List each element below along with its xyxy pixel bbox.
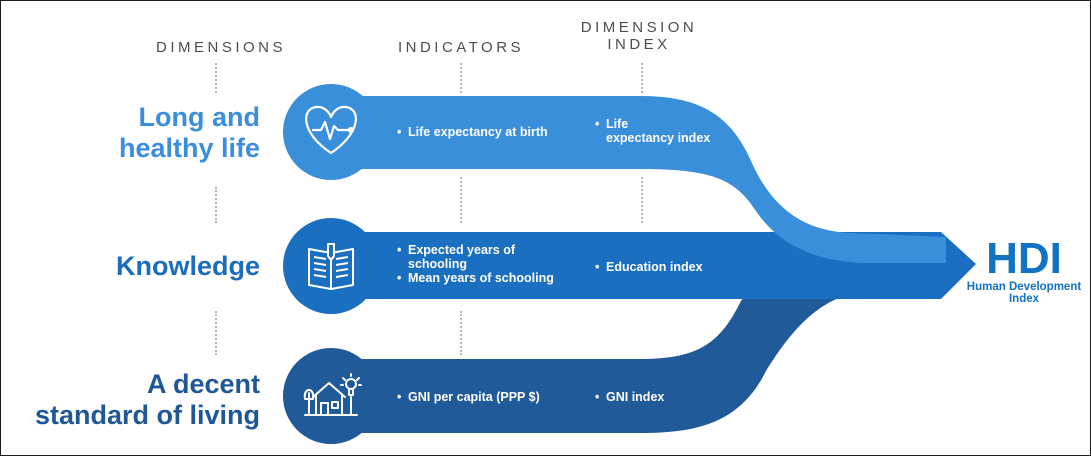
circle-living [283,348,379,444]
dimension-standard-of-living-line1: A decent [146,369,260,399]
hdi-full-line1: Human Development [966,281,1082,293]
guide-index-mid [641,177,643,223]
heart-pulse-icon [305,105,357,155]
bullet-dot: • [595,390,600,404]
ribbon-standard-of-living [331,263,946,433]
circle-health [283,84,379,180]
guide-indicators-mid [460,177,462,223]
bullet-dot: • [595,260,600,274]
header-dimension-index-line2: INDEX [607,36,671,53]
index-gni: • GNI index [595,390,664,404]
dimension-knowledge-line1: Knowledge [115,251,260,281]
index-life-expectancy-line1: Life [606,117,629,131]
ribbon-long-healthy-life [331,96,946,263]
dimension-long-healthy-life-line2: healthy life [118,133,260,163]
indicator-life-expectancy: • Life expectancy at birth [397,125,548,139]
dimension-standard-of-living-line2: standard of living [34,400,260,430]
guide-indicators-bot [460,311,462,355]
bullet-dot: • [397,390,402,404]
header-dimension-index-line1: DIMENSION [580,19,698,36]
dimension-long-healthy-life: Long and healthy life [119,102,260,164]
house-lightbulb-icon [303,373,362,416]
bullet-dot: • [397,243,402,257]
index-life-expectancy-line2: expectancy index [606,131,711,145]
index-life-expectancy: • Life expectancy index [595,117,710,145]
hdi-full-line2: Index [1008,293,1040,305]
dimension-standard-of-living: A decent standard of living [35,369,260,431]
guide-index-top [641,63,643,93]
indicator-expected-years-line2: schooling [408,257,468,271]
hdi-abbr: HDI [986,234,1062,283]
dimension-knowledge: Knowledge [116,251,260,282]
bullet-dot: • [397,271,402,285]
guide-dimensions-mid [215,187,217,223]
bullet-dot: • [397,125,402,139]
guide-dimensions-bot [215,311,217,355]
header-indicators: INDICATORS [397,39,525,56]
indicator-life-expectancy-text: Life expectancy at birth [408,125,548,139]
dimension-long-healthy-life-line1: Long and [138,102,260,132]
index-education: • Education index [595,260,703,274]
open-book-icon [308,243,354,290]
indicator-mean-years: Mean years of schooling [408,271,554,285]
hdi-result: HDI Human Development Index [949,234,1090,306]
indicator-gni-per-capita-text: GNI per capita (PPP $) [408,390,540,404]
bullet-dot: • [595,117,600,131]
guide-dimensions-top [215,63,217,93]
index-gni-text: GNI index [606,390,665,404]
header-dimension-index: DIMENSION INDEX [564,19,714,53]
header-dimensions: DIMENSIONS [155,39,286,56]
index-education-text: Education index [606,260,703,274]
indicator-gni-per-capita: • GNI per capita (PPP $) [397,390,540,404]
indicator-years-of-schooling: • Expected years of schooling • Mean years… [397,243,554,285]
guide-indicators-top [460,63,462,93]
indicator-expected-years-line1: Expected years of [408,243,515,257]
